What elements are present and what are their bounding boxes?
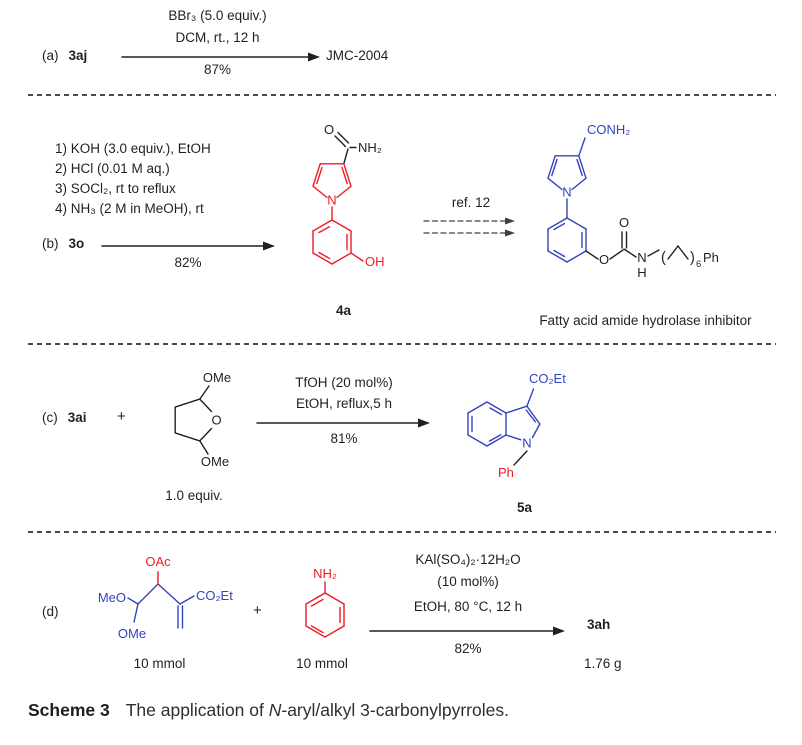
conditions-b-line1: 1) KOH (3.0 equiv.), EtOH xyxy=(55,141,211,156)
reaction-arrow-c xyxy=(256,418,430,428)
structure-faah-inhibitor: CONH₂ N O O N H ( xyxy=(547,122,719,280)
conditions-a-line2: DCM, rt., 12 h xyxy=(175,30,260,45)
carbamate-chain: O O N H ( ) 6 Ph xyxy=(585,215,719,280)
amount-aniline: 10 mmol xyxy=(296,656,348,671)
structure-4a: O NH₂ N OH xyxy=(312,122,385,269)
subscript-6: 6 xyxy=(696,259,701,270)
caption-label: Scheme 3 xyxy=(28,700,110,720)
conditions-c-line2: EtOH, reflux,5 h xyxy=(295,396,393,411)
atom-label-nh2: NH₂ xyxy=(358,140,382,155)
atom-label-oh: OH xyxy=(365,254,385,269)
conditions-d-line2: (10 mol%) xyxy=(437,574,499,589)
atom-label-o-ester: O xyxy=(599,252,609,267)
atom-label-ome-top: OMe xyxy=(203,370,231,385)
yield-d: 82% xyxy=(454,641,482,656)
reaction-arrow-a xyxy=(121,52,320,62)
structure-acetal-reactant: MeO OMe CO₂Et OAc xyxy=(98,554,233,641)
indole-benzene-ring xyxy=(467,401,507,447)
dashed-separator-1 xyxy=(28,94,776,96)
atom-label-co2et: CO₂Et xyxy=(529,371,566,386)
pyrrole-ring-4a: N xyxy=(312,163,352,221)
reaction-a-label: (a) 3aj xyxy=(42,48,87,64)
atom-label-o-ring: O xyxy=(211,413,221,428)
atom-label-meo: MeO xyxy=(98,590,126,605)
compound-5a-label: 5a xyxy=(517,500,533,515)
atom-label-co2et: CO₂Et xyxy=(196,588,233,603)
atom-label-h: H xyxy=(637,265,646,280)
pyrrole-ring-faah: CONH₂ N xyxy=(547,122,630,219)
ref-12-label: ref. 12 xyxy=(451,195,491,210)
yield-a: 87% xyxy=(203,62,232,77)
conditions-c-line1: TfOH (20 mol%) xyxy=(295,375,393,390)
atom-label-n: N xyxy=(327,193,336,208)
phenol-ring-4a: OH xyxy=(312,219,385,269)
caption-text-after: -aryl/alkyl 3-carbonylpyrroles. xyxy=(281,700,509,720)
atom-label-ph: Ph xyxy=(703,250,719,265)
yield-b: 82% xyxy=(174,255,202,270)
atom-label-conh2: CONH₂ xyxy=(587,122,630,137)
structure-aniline: NH₂ xyxy=(305,566,345,638)
acetal-skeleton: MeO OMe CO₂Et xyxy=(98,583,233,641)
conditions-b-line4: 4) NH₃ (2 M in MeOH), rt xyxy=(55,201,204,216)
compound-4a-label: 4a xyxy=(336,303,352,318)
paren-open: ( xyxy=(661,250,666,266)
atom-label-ome-bottom: OMe xyxy=(201,454,229,469)
plus-sign-c: + xyxy=(117,408,126,425)
conditions-d-line3: EtOH, 80 °C, 12 h xyxy=(413,599,523,614)
structure-dimethoxy-thf: O OMe OMe xyxy=(174,370,231,469)
row-letter-c: (c) xyxy=(42,410,58,425)
product-d: 3ah xyxy=(587,617,611,632)
atom-label-o: O xyxy=(324,122,334,137)
conditions-d-line1: KAl(SO₄)₂·12H₂O xyxy=(415,552,521,567)
atom-label-ph-benzyl: Ph xyxy=(498,465,514,480)
conditions-b: 1) KOH (3.0 equiv.), EtOH 2) HCl (0.01 M… xyxy=(55,139,211,219)
amide-group: O NH₂ xyxy=(324,122,382,165)
row-letter-a: (a) xyxy=(42,48,59,63)
structure-indole-5a: N CO₂Et Ph xyxy=(467,371,566,480)
atom-label-oac: OAc xyxy=(145,554,171,569)
dashed-ref-arrows xyxy=(423,217,515,237)
yield-c: 81% xyxy=(330,431,358,446)
reaction-arrow-b xyxy=(101,241,275,251)
compound-3o: 3o xyxy=(68,236,85,251)
paren-close: ) xyxy=(690,250,695,266)
caption-text-before: The application of xyxy=(125,700,269,720)
equiv-label-c: 1.0 equiv. xyxy=(165,488,223,503)
oac-group: OAc xyxy=(145,554,171,585)
amount-product-d: 1.76 g xyxy=(584,656,622,671)
faah-product-name: Fatty acid amide hydrolase inhibitor xyxy=(539,313,752,328)
dashed-separator-2 xyxy=(28,343,776,345)
compound-3aj: 3aj xyxy=(68,48,88,63)
conditions-a-line1: BBr₃ (5.0 equiv.) xyxy=(168,8,267,23)
reaction-b-label: (b) 3o xyxy=(42,236,84,252)
atom-label-ome: OMe xyxy=(118,626,146,641)
plus-sign-d: + xyxy=(253,602,262,619)
benzyl-group: Ph xyxy=(498,450,528,480)
atom-label-n-indole: N xyxy=(522,436,531,451)
product-a: JMC-2004 xyxy=(326,48,389,63)
atom-label-o-carbonyl: O xyxy=(619,215,629,230)
conditions-b-line3: 3) SOCl₂, rt to reflux xyxy=(55,181,176,196)
atom-label-n: N xyxy=(562,185,571,200)
benzene-ring-faah xyxy=(547,217,587,263)
indole-pyrrole-ring: N CO₂Et xyxy=(505,371,566,451)
atom-label-nh2-aniline: NH₂ xyxy=(313,566,337,581)
reaction-c-label: (c) 3ai xyxy=(42,410,87,426)
dashed-separator-3 xyxy=(28,531,776,533)
amount-acetal: 10 mmol xyxy=(133,656,186,671)
reaction-arrow-d xyxy=(369,626,565,636)
conditions-b-line2: 2) HCl (0.01 M aq.) xyxy=(55,161,170,176)
caption-italic-n: N xyxy=(268,700,282,720)
row-letter-b: (b) xyxy=(42,236,59,251)
reaction-d-label: (d) xyxy=(42,604,59,619)
scheme-caption: Scheme 3 The application of N-aryl/alkyl … xyxy=(28,700,509,721)
compound-3ai: 3ai xyxy=(67,410,87,425)
atom-label-n-carbamate: N xyxy=(637,250,646,265)
